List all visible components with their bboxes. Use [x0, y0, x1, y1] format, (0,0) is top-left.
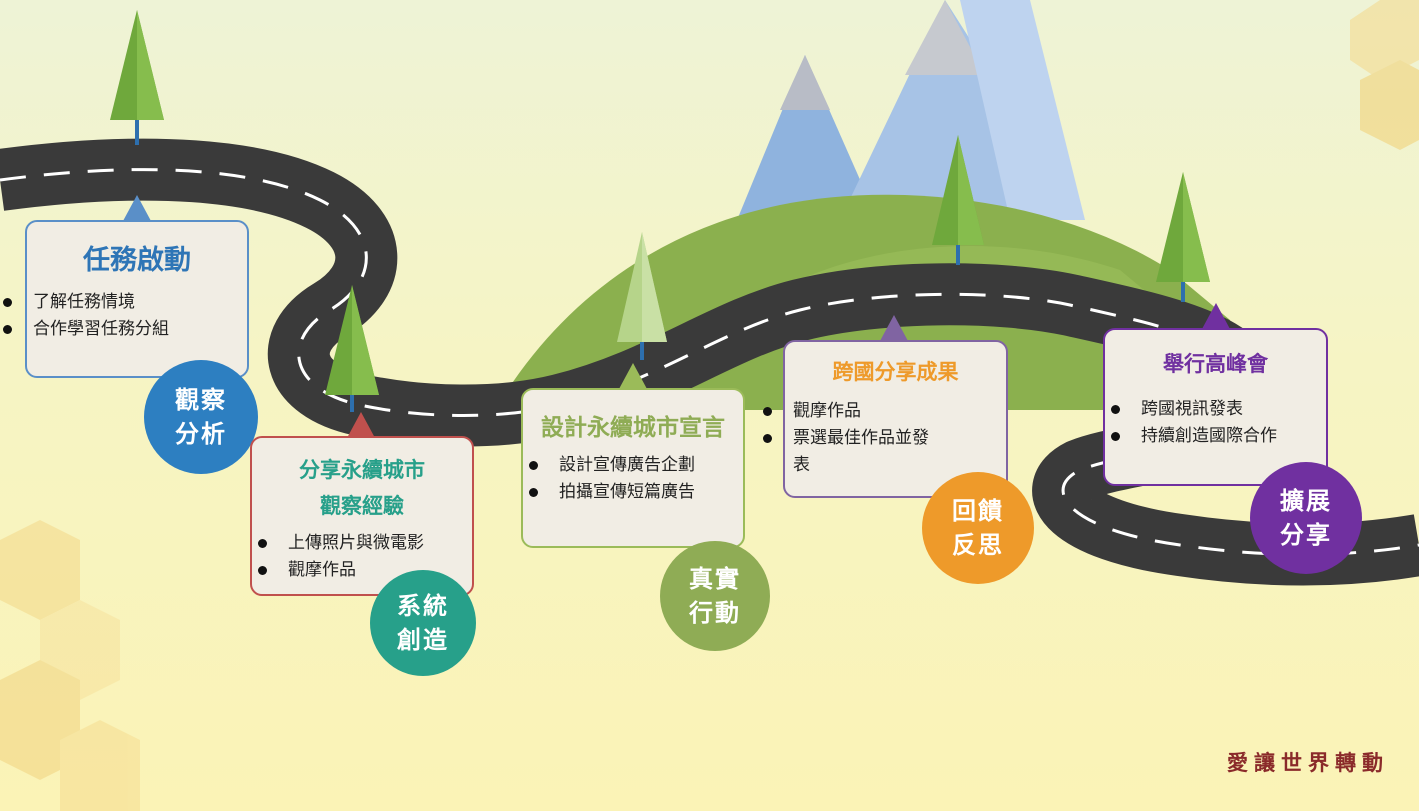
list-item: 設計宣傳廣告企劃 [523, 452, 743, 479]
stage-3-pointer [619, 363, 647, 389]
tree-icon [1156, 172, 1210, 302]
list-item: 票選最佳作品並發表 [757, 425, 943, 479]
stage-2-badge: 系統 創造 [370, 570, 476, 676]
tree-icon [617, 232, 667, 360]
list-item: 跨國視訊發表 [1105, 396, 1326, 423]
stage-2-title: 分享永續城市 觀察經驗 [252, 452, 472, 524]
stage-5-pointer [1202, 303, 1230, 329]
stage-1-badge: 觀察 分析 [144, 360, 258, 474]
tree-icon [325, 285, 379, 412]
stage-3-title: 設計永續城市宣言 [541, 415, 725, 441]
tree-icon [110, 10, 164, 145]
list-item: 觀摩作品 [252, 557, 472, 584]
stage-2-pointer [347, 412, 375, 438]
stage-3-card: 設計永續城市宣言 設計宣傳廣告企劃 拍攝宣傳短篇廣告 [521, 388, 745, 548]
badge-line: 分享 [1280, 521, 1332, 549]
stage-4-badge: 回饋 反思 [922, 472, 1034, 584]
stage-1-title: 任務啟動 [83, 245, 191, 276]
badge-line: 創造 [397, 626, 449, 654]
stage-5-title: 舉行高峰會 [1163, 352, 1268, 376]
badge-line: 行動 [689, 599, 741, 627]
badge-line: 擴展 [1280, 487, 1332, 515]
stage-5-card: 舉行高峰會 跨國視訊發表 持續創造國際合作 [1103, 328, 1328, 486]
stage-4-title: 跨國分享成果 [832, 360, 959, 384]
stage-3-badge: 真實 行動 [660, 541, 770, 651]
list-item: 了解任務情境 [0, 289, 247, 316]
stage-2-card: 分享永續城市 觀察經驗 上傳照片與微電影 觀摩作品 [250, 436, 474, 596]
badge-line: 系統 [397, 592, 449, 620]
tree-icon [932, 135, 984, 265]
list-item: 持續創造國際合作 [1105, 423, 1326, 450]
stage-4-card: 跨國分享成果 觀摩作品 票選最佳作品並發表 [763, 340, 1008, 498]
stage-4-pointer [880, 315, 908, 341]
winding-road [0, 138, 1419, 586]
list-item: 拍攝宣傳短篇廣告 [523, 479, 743, 506]
list-item: 觀摩作品 [757, 398, 1006, 425]
list-item: 上傳照片與微電影 [252, 530, 472, 557]
title-line: 觀察經驗 [320, 494, 404, 518]
badge-line: 回饋 [952, 497, 1004, 525]
badge-line: 真實 [689, 565, 741, 593]
list-item: 合作學習任務分組 [0, 316, 247, 343]
stage-1-pointer [123, 195, 151, 221]
brand-logo-text: 愛讓世界轉動 [1227, 750, 1389, 775]
badge-line: 觀察 [175, 386, 227, 414]
hexagon-decoration-bottom-left [0, 520, 140, 811]
title-line: 分享永續城市 [299, 458, 425, 482]
stage-1-card: 任務啟動 了解任務情境 合作學習任務分組 [3, 220, 249, 378]
mountains [735, 0, 1085, 225]
hexagon-decoration-top-right [1350, 0, 1419, 150]
badge-line: 反思 [952, 531, 1004, 559]
badge-line: 分析 [175, 420, 227, 448]
stage-5-badge: 擴展 分享 [1250, 462, 1362, 574]
